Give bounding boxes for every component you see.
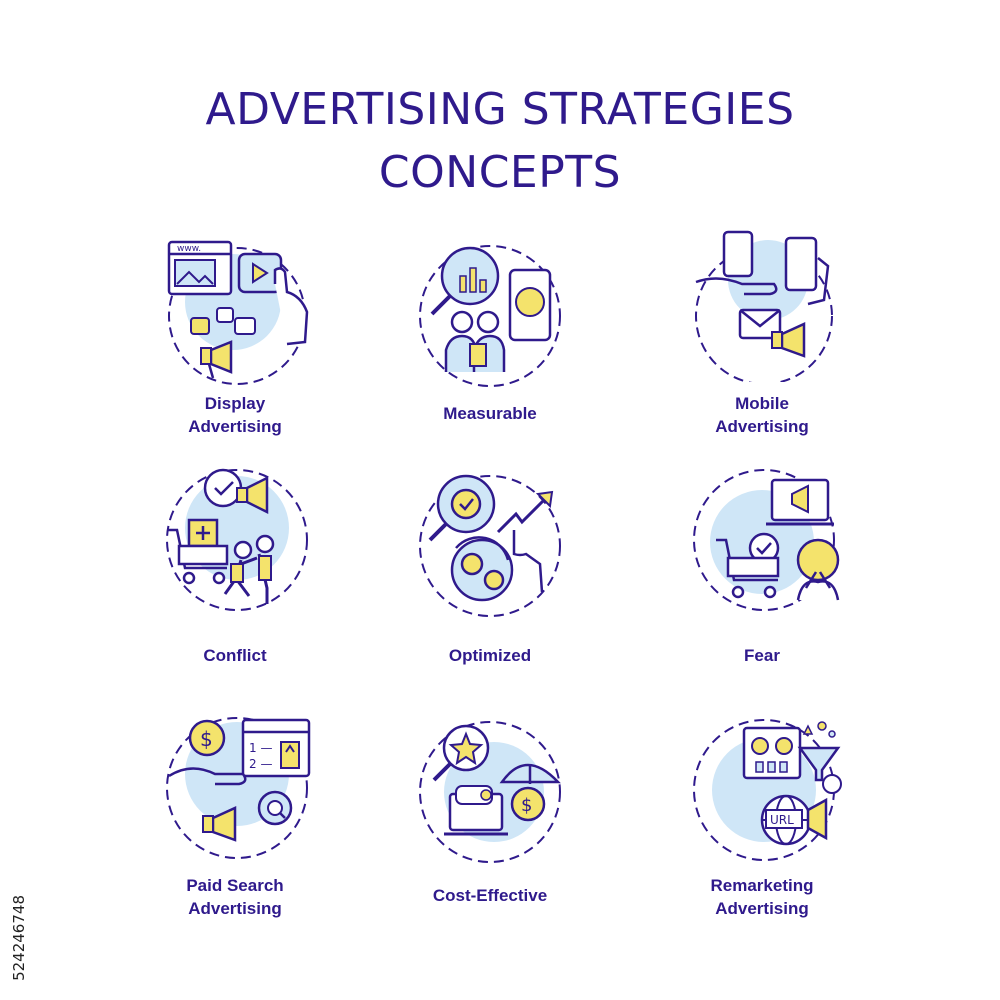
- concept-paid-search-advertising: $ 1 — 2 — Paid Search Advertising: [105, 708, 365, 948]
- svg-text:URL: URL: [770, 813, 794, 827]
- concept-label: Optimized: [448, 646, 532, 665]
- svg-text:$: $: [521, 795, 532, 816]
- svg-text:www.: www.: [177, 244, 201, 254]
- page-title-line-1: ADVERTISING STRATEGIES: [205, 84, 795, 135]
- remarketing-icon: URL: [693, 719, 842, 861]
- svg-text:1 —: 1 —: [249, 741, 272, 755]
- concept-label: Mobile Advertising: [715, 394, 809, 436]
- concept-cost-effective: $ Cost-Effective: [360, 718, 620, 958]
- concept-fear: Fear: [632, 468, 892, 708]
- concept-label: Cost-Effective: [432, 886, 548, 905]
- concept-label: Remarketing Advertising: [710, 876, 814, 918]
- concept-display-advertising: www. Display Advertising: [105, 232, 365, 472]
- page-title-line-2: CONCEPTS: [378, 147, 622, 198]
- concept-conflict: Conflict: [105, 468, 365, 708]
- measurable-icon: [419, 245, 561, 387]
- paid-search-icon: $ 1 — 2 —: [166, 717, 311, 859]
- concept-label: Display Advertising: [188, 394, 282, 436]
- svg-text:$: $: [200, 727, 213, 751]
- concept-mobile-advertising: Mobile Advertising: [632, 222, 892, 462]
- concept-label: Fear: [744, 646, 780, 665]
- optimized-icon: [419, 474, 561, 617]
- concept-optimized: Optimized: [360, 468, 620, 708]
- concept-label: Measurable: [443, 404, 537, 423]
- fear-icon: [693, 469, 840, 611]
- display-advertising-icon: www.: [167, 240, 309, 385]
- concept-label: Paid Search Advertising: [186, 876, 284, 918]
- cost-effective-icon: $: [419, 721, 561, 863]
- concept-label: Conflict: [203, 646, 267, 665]
- concept-remarketing-advertising: URL Remarketing Advertising: [632, 708, 892, 948]
- concept-measurable: Measurable: [360, 232, 620, 472]
- stock-id: 524246748: [10, 895, 28, 981]
- svg-text:2 —: 2 —: [249, 757, 272, 771]
- mobile-advertising-icon: [695, 230, 833, 382]
- conflict-icon: [166, 468, 308, 611]
